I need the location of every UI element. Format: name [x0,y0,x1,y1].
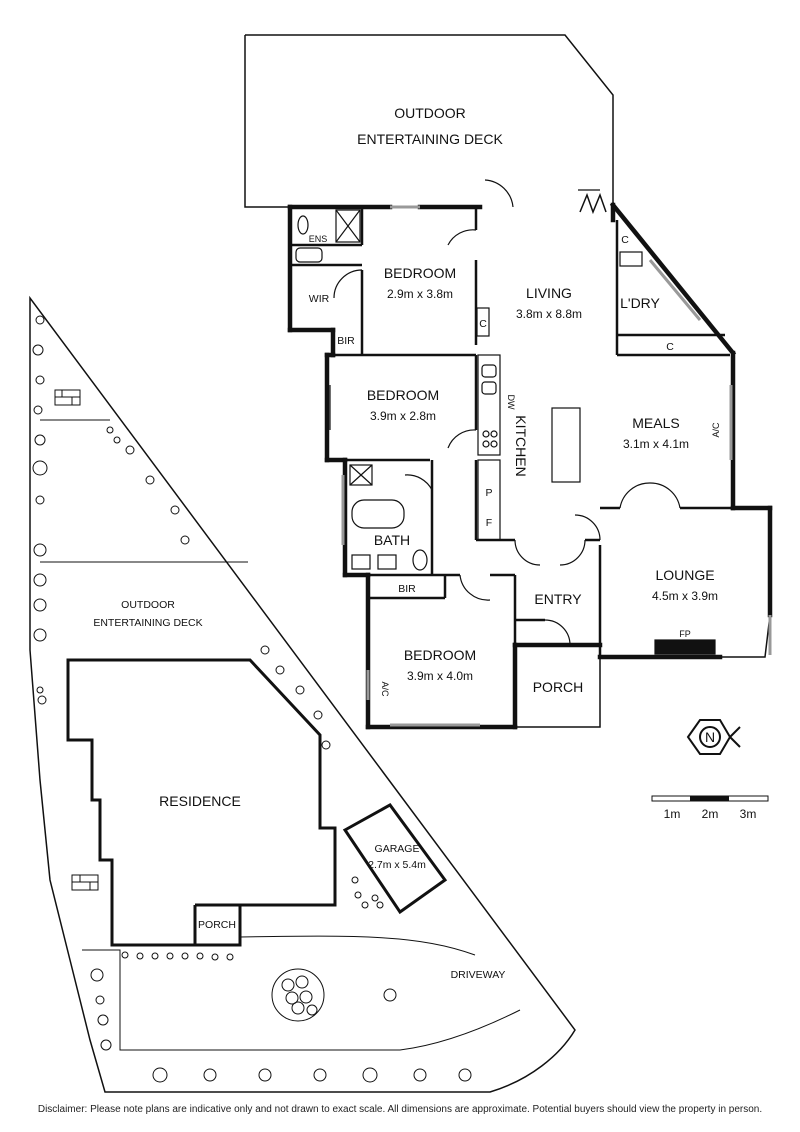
site-deck-label-1: OUTDOOR [121,599,175,611]
disclaimer: Disclaimer: Please note plans are indica… [37,1104,763,1115]
ac-bedroom-label: A/C [380,681,390,697]
cupboard-c1-label: C [621,234,629,246]
door-swings [333,179,681,646]
internal-walls [290,207,733,657]
residence-outline [66,658,337,947]
meals-name: MEALS [632,415,679,431]
fridge-label: F [486,517,492,529]
garden-shrubs [32,315,472,1083]
garden-edge [82,949,521,1051]
bedroom-3-name: BEDROOM [404,647,476,663]
upper-deck-left [244,35,290,208]
lounge-name: LOUNGE [655,567,714,583]
residence-label: RESIDENCE [159,793,241,809]
living-name: LIVING [526,285,572,301]
external-walls [287,201,773,730]
dishwasher-label: DW [506,395,516,410]
laundry-label: L'DRY [620,295,660,311]
cupboard-c2-label: C [666,341,674,353]
bedroom-1-name: BEDROOM [384,265,456,281]
porch-label: PORCH [533,679,584,695]
cupboard-c3-label: C [479,318,487,330]
upper-floor-plan [244,34,773,730]
brick-patches [54,389,99,891]
scale-label-1m: 1m [664,807,681,821]
site-boundary [29,295,576,1093]
scale-label-2m: 2m [702,807,719,821]
wir-label: WIR [309,293,330,305]
garage-name: GARAGE [375,843,420,855]
garage-outline [342,803,448,915]
scale-label-3m: 3m [740,807,757,821]
fixtures [295,189,772,727]
living-size: 3.8m x 8.8m [516,307,582,321]
fireplace-label: FP [679,629,691,639]
bedroom-3-size: 3.9m x 4.0m [407,669,473,683]
upper-deck-label-2: ENTERTAINING DECK [357,131,503,147]
porch-outline [515,657,601,728]
bedroom-2-size: 3.9m x 2.8m [370,409,436,423]
upper-deck-outline [245,34,614,205]
ac-meals-label: A/C [711,422,721,438]
compass-letter: N [705,729,715,745]
lounge-size: 4.5m x 3.9m [652,589,718,603]
garage-size: 2.7m x 5.4m [368,859,426,871]
site-plan [29,295,576,1093]
bir-1-label: BIR [337,335,355,347]
compass-icon [686,719,741,755]
site-porch-label: PORCH [198,919,236,931]
meals-size: 3.1m x 4.1m [623,437,689,451]
pantry-label: P [485,487,492,499]
entry-label: ENTRY [534,591,582,607]
bir-2-label: BIR [398,583,416,595]
site-deck-label-2: ENTERTAINING DECK [93,617,202,629]
ensuite-label: ENS [309,234,328,244]
bath-label: BATH [374,532,410,548]
driveway-label: DRIVEWAY [451,969,506,981]
scale-bar [651,795,769,802]
upper-deck-label-1: OUTDOOR [394,105,466,121]
bedroom-2-name: BEDROOM [367,387,439,403]
lounge-bay [720,614,771,658]
kitchen-label: KITCHEN [513,415,529,476]
bedroom-1-size: 2.9m x 3.8m [387,287,453,301]
driveway-edge [239,935,476,956]
